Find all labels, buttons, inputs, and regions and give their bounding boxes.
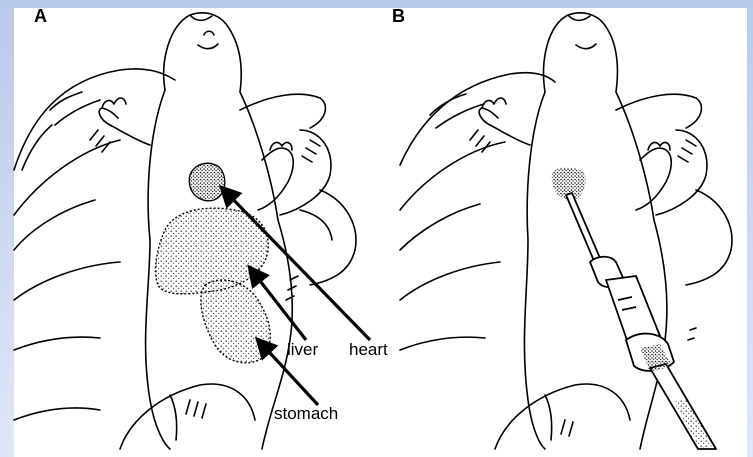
heart-label: heart (349, 340, 388, 360)
stomach-organ (201, 280, 270, 363)
liver-label: liver (287, 340, 318, 360)
panel-a-letter: A (34, 6, 47, 27)
mouse-head-b (544, 13, 618, 92)
panel-b-letter: B (392, 6, 405, 27)
left-forepaw (99, 98, 150, 145)
panel-b-drawing (400, 13, 732, 449)
heart-organ (189, 163, 224, 201)
stomach-label: stomach (274, 404, 338, 424)
liver-organ (156, 208, 269, 294)
